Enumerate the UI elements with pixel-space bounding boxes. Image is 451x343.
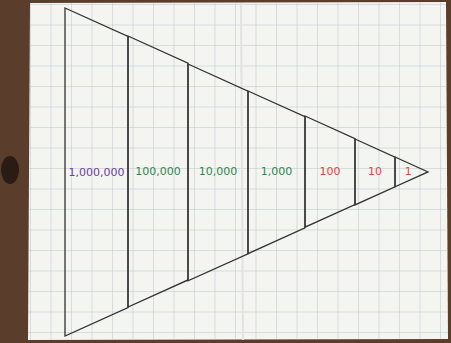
place-value-number: 100,000 — [135, 166, 181, 177]
band-border — [395, 157, 428, 187]
paper — [28, 2, 448, 340]
place-value-number: 100 — [320, 166, 341, 177]
shadow — [1, 156, 19, 184]
place-value-band: 100 — [305, 116, 355, 227]
grid — [28, 2, 448, 340]
band-border — [305, 116, 355, 227]
band-border — [128, 36, 188, 307]
place-value-band: 10,000 — [188, 64, 248, 281]
place-value-number: 1 — [405, 166, 412, 177]
place-value-number: 10 — [368, 166, 382, 177]
place-value-number: 1,000,000 — [69, 167, 125, 178]
band-border — [65, 8, 128, 336]
place-value-band: 1,000 — [248, 91, 305, 254]
place-value-band: 1 — [395, 157, 428, 187]
band-border — [355, 139, 395, 205]
place-value-band: 1,000,000 — [65, 8, 128, 336]
place-value-band: 10 — [355, 139, 395, 205]
band-border — [188, 64, 248, 281]
place-value-number: 1,000 — [261, 166, 293, 177]
place-value-band: 100,000 — [128, 36, 188, 307]
place-value-number: 10,000 — [199, 166, 238, 177]
band-border — [248, 91, 305, 254]
fold — [241, 3, 243, 340]
